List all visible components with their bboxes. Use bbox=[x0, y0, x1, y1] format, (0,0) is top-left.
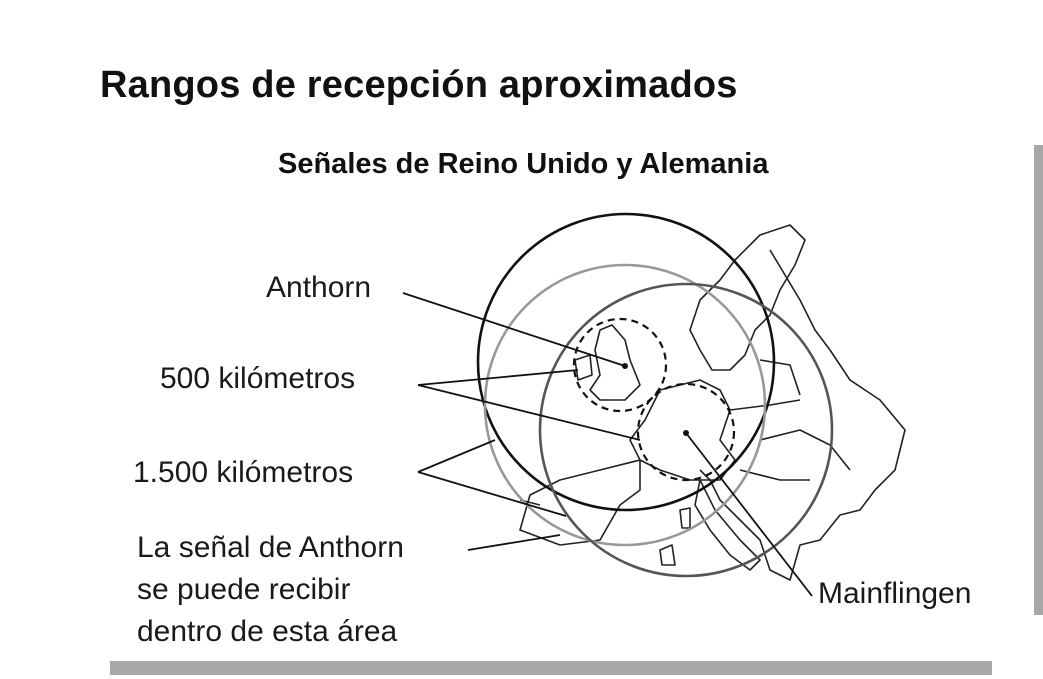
anthorn-500km-circle bbox=[572, 317, 668, 413]
frame-border-bottom bbox=[110, 661, 992, 675]
page-title: Rangos de recepción aproximados bbox=[100, 64, 738, 106]
label-anthorn-area-3: dentro de esta área bbox=[137, 615, 398, 648]
mainflingen-500km-circle bbox=[636, 382, 736, 482]
label-anthorn: Anthorn bbox=[266, 271, 372, 304]
label-500km: 500 kilómetros bbox=[160, 362, 356, 395]
label-mainflingen: Mainflingen bbox=[818, 577, 972, 610]
label-1500km: 1.500 kilómetros bbox=[133, 456, 354, 489]
label-anthorn-area-1: La señal de Anthorn bbox=[137, 531, 404, 564]
anthorn-1500km-circle bbox=[476, 212, 776, 512]
diagram-subtitle: Señales de Reino Unido y Alemania bbox=[278, 148, 769, 180]
label-anthorn-area-2: se puede recibir bbox=[137, 573, 351, 606]
mainflingen-1500km-circle bbox=[538, 282, 834, 578]
frame-border-right bbox=[1034, 145, 1043, 615]
anthorn-1500km-gray-circle bbox=[483, 263, 767, 547]
leader-lines bbox=[402, 292, 813, 597]
